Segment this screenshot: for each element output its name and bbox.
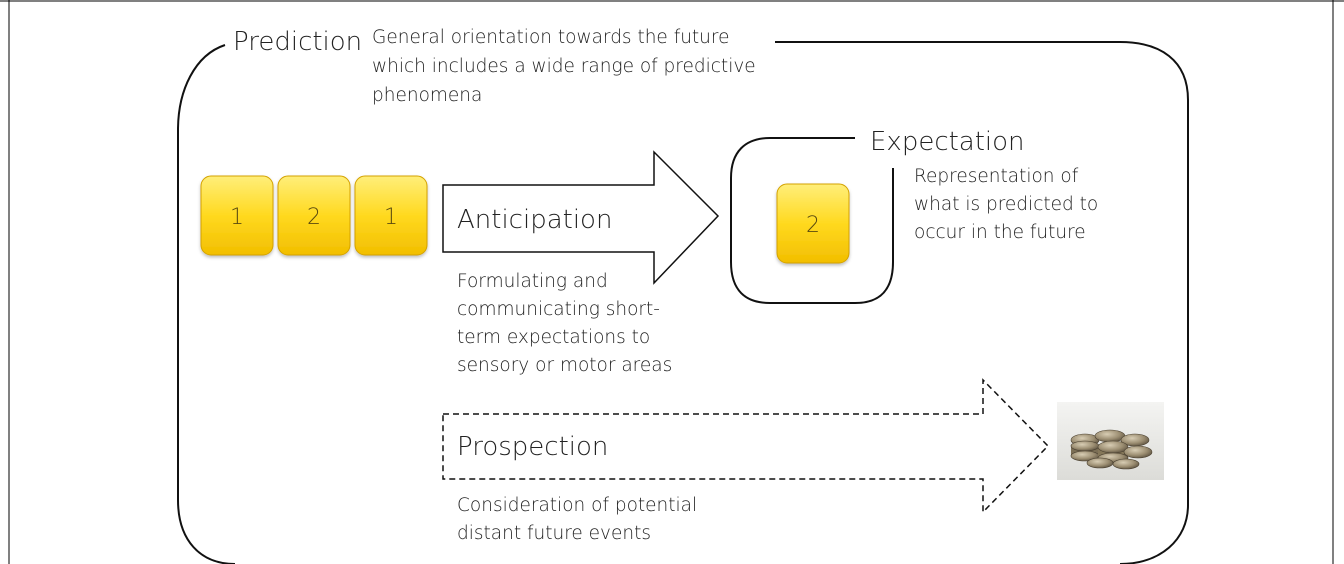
expectation-description-line-1: Representation of — [914, 166, 1079, 187]
anticipation-description-line-4: sensory or motor areas — [457, 355, 672, 376]
prediction-frame — [177, 41, 1189, 564]
sequence-tile-3: 1 — [354, 175, 428, 256]
sequence-tile-2: 2 — [277, 175, 351, 256]
prospection-arrow — [442, 378, 1050, 514]
prospection-description-line-1: Consideration of potential — [457, 495, 697, 516]
sequence-tile-1: 1 — [200, 175, 274, 256]
prediction-description-line-3: phenomena — [372, 85, 482, 106]
prediction-description-line-1: General orientation towards the future — [372, 27, 730, 48]
anticipation-description-line-1: Formulating and — [457, 271, 608, 292]
prospection-description-line-2: distant future events — [457, 523, 651, 544]
anticipation-description-line-2: communicating short- — [457, 299, 660, 320]
anticipation-arrow — [442, 150, 720, 285]
prediction-title: Prediction — [233, 27, 362, 57]
sequence-tile-2-label: 2 — [307, 205, 321, 230]
anticipation-title: Anticipation — [457, 205, 612, 235]
sequence-tile-3-label: 1 — [384, 205, 398, 230]
prediction-description-line-2: which includes a wide range of predictiv… — [372, 56, 756, 77]
expectation-description-line-2: what is predicted to — [914, 194, 1098, 215]
anticipation-description-line-3: term expectations to — [457, 327, 650, 348]
expectation-title: Expectation — [870, 127, 1025, 157]
expectation-frame — [730, 137, 894, 304]
expectation-tile-label: 2 — [806, 213, 820, 238]
prospection-title: Prospection — [457, 432, 608, 462]
expectation-description-line-3: occur in the future — [914, 222, 1086, 243]
coins-photo — [1057, 402, 1164, 480]
expectation-tile: 2 — [776, 183, 850, 264]
sequence-tile-1-label: 1 — [230, 205, 244, 230]
